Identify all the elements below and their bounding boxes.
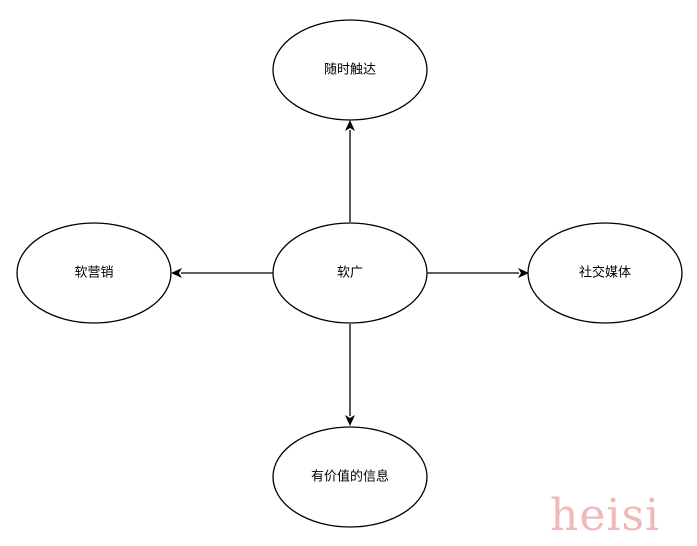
node-center-label: 软广 <box>337 266 363 281</box>
arrowhead-bottom <box>345 415 355 426</box>
node-left-shape <box>16 222 172 324</box>
node-right-label: 社交媒体 <box>579 265 631 281</box>
node-top-label: 随时触达 <box>324 63 376 78</box>
arrowhead-left <box>171 268 182 278</box>
node-center-shape <box>272 222 428 324</box>
node-top-shape <box>272 19 428 121</box>
node-top[interactable]: 随时触达 <box>272 19 428 121</box>
arrowhead-top <box>345 120 355 131</box>
arrowhead-right <box>518 268 529 278</box>
watermark-text: heisi <box>550 490 660 541</box>
node-center[interactable]: 软广 <box>272 222 428 324</box>
node-bottom-shape <box>272 426 428 528</box>
node-bottom[interactable]: 有价值的信息 <box>272 426 428 528</box>
node-bottom-label: 有价值的信息 <box>311 469 389 485</box>
edges <box>171 120 529 426</box>
node-left-label: 软营销 <box>74 266 113 281</box>
node-right-shape <box>527 222 683 324</box>
node-left[interactable]: 软营销 <box>16 222 172 324</box>
node-right[interactable]: 社交媒体 <box>527 222 683 324</box>
